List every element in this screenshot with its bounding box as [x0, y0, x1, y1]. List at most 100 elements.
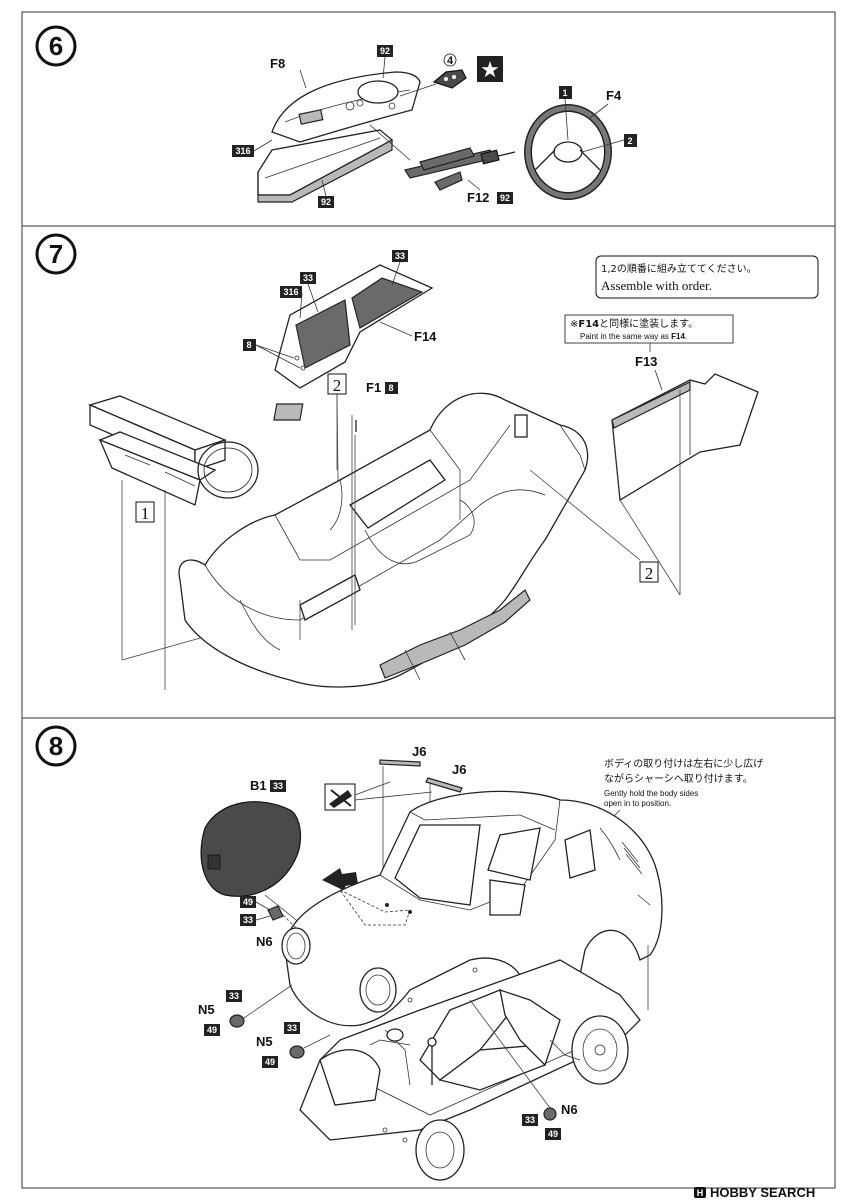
step-7-badge: 7	[35, 233, 77, 275]
order-2-right-text: 2	[645, 564, 654, 583]
label-f8: F8	[270, 56, 285, 71]
body-fit-note: ボディの取り付けは左右に少し広げ ながらシャーシへ取り付けます。 Gently …	[604, 757, 763, 808]
body-note-jp-1: ボディの取り付けは左右に少し広げ	[604, 757, 763, 770]
steering-wheel-f4	[524, 104, 612, 200]
step-8-panel: 8 B1 33 J6 J6	[21, 717, 836, 1189]
order-label-1: 1	[135, 501, 155, 523]
label-f1: F1	[366, 380, 381, 395]
order-label-2-right: 2	[639, 561, 659, 583]
label-j6-b: J6	[452, 762, 466, 777]
paint-316: 316	[232, 145, 254, 157]
paint-code-f12: 92	[500, 193, 510, 203]
steering-column-f12	[404, 147, 516, 191]
paint-same-note: ※F14と同様に塗装します。 Paint in the same way as …	[564, 314, 734, 344]
box-2-text: 2	[627, 136, 632, 146]
step-6-panel: 6 F8 92 316 92	[21, 11, 836, 227]
order-1-text: 1	[141, 504, 150, 523]
label-b1-group: B1 33	[250, 778, 286, 793]
assembly-order-note: 1,2の順番に組み立ててください。 Assemble with order.	[595, 255, 819, 299]
paint-code-n5-a-b: 49	[207, 1025, 217, 1035]
label-f12: F12	[467, 190, 489, 205]
wiper-j6-b	[425, 777, 463, 793]
box-2: 2	[624, 134, 637, 147]
paint-code-92-top: 92	[380, 46, 390, 56]
step-7-number: 7	[49, 239, 63, 269]
paint-code-n5-a-a: 33	[229, 991, 239, 1001]
direction-arrow-left	[322, 868, 358, 892]
label-f13: F13	[635, 354, 657, 369]
label-b1: B1	[250, 778, 267, 793]
paint-code-n5-b-a: 33	[287, 1023, 297, 1033]
paint-note-en-prefix: Paint in the same way as	[580, 332, 671, 341]
order-note-jp: 1,2の順番に組み立ててください。	[601, 262, 757, 275]
step-7-panel: 7 33 33 316 8 F1	[21, 225, 836, 719]
cement-icon	[324, 783, 356, 811]
label-f4: F4	[606, 88, 622, 103]
step-8-badge: 8	[35, 725, 77, 767]
part-f1	[273, 403, 357, 432]
paint-33-left: 33	[300, 272, 316, 284]
bumper-n6-top: 49 33 N6	[240, 896, 284, 949]
car-body-shell	[178, 392, 589, 688]
star-mark: ★	[477, 56, 503, 83]
step-8-number: 8	[49, 731, 63, 761]
body-note-jp-2: ながらシャーシへ取り付けます。	[604, 772, 753, 785]
svg-text:Paint in the same way as F14.: Paint in the same way as F14.	[580, 332, 687, 341]
label-n6-top: N6	[256, 934, 273, 949]
order-2-top-text: 2	[333, 376, 342, 395]
bumper-n5-a: 33 49 N5	[198, 990, 245, 1036]
paint-code-n5-b-b: 49	[265, 1057, 275, 1067]
step-6-number: 6	[49, 31, 63, 61]
label-j6-a: J6	[412, 744, 426, 759]
parcel-shelf-part	[88, 395, 259, 506]
part-b1	[200, 801, 302, 897]
paint-code-n6-top-a: 49	[243, 897, 253, 907]
label-f14: F14	[414, 329, 437, 344]
paint-code-33-right: 33	[395, 251, 405, 261]
chassis	[299, 959, 641, 1181]
paint-code-316: 316	[235, 146, 250, 156]
star-icon: ★	[480, 58, 500, 83]
bumper-n6-bottom: 33 49 N6	[522, 1102, 578, 1140]
bumper-n5-b: 33 49 N5	[256, 1022, 305, 1068]
paint-note-jp-prefix: ※	[570, 319, 578, 330]
paint-note-jp-part: F14	[578, 319, 599, 330]
watermark-logo-icon: H	[697, 1188, 704, 1198]
paint-code-33-left: 33	[303, 273, 313, 283]
paint-note-jp-suffix: と同様に塗装します。	[599, 317, 698, 330]
paint-code-316-step7: 316	[283, 287, 298, 297]
step-6-frame	[21, 11, 836, 227]
paint-code-92-bottom: 92	[321, 197, 331, 207]
paint-code-f1: 8	[388, 383, 393, 393]
watermark: H HOBBY SEARCH	[694, 1185, 815, 1200]
paint-note-en-part: F14	[671, 332, 685, 341]
label-n6-bottom: N6	[561, 1102, 578, 1117]
paint-8: 8	[243, 339, 256, 351]
paint-note-en-suffix: .	[685, 332, 687, 341]
body-note-en-1: Gently hold the body sides	[604, 789, 698, 798]
label-f12-group: F12 92	[467, 190, 513, 205]
watermark-text: HOBBY SEARCH	[710, 1185, 815, 1200]
order-note-en: Assemble with order.	[601, 278, 712, 293]
order-label-2-top: 2	[327, 373, 347, 395]
box-1: 1	[559, 86, 572, 99]
paint-code-n6-top-b: 33	[243, 915, 253, 925]
rear-partition-f13	[611, 373, 759, 502]
step-6-badge: 6	[35, 25, 77, 67]
body-note-en-2: open in to position.	[604, 799, 671, 808]
decal-number: 4	[447, 55, 454, 67]
svg-text:※F14と同様に塗装します。: ※F14と同様に塗装します。	[570, 317, 698, 330]
paint-code-n6-bottom-b: 49	[548, 1129, 558, 1139]
paint-code-n6-bottom-a: 33	[525, 1115, 535, 1125]
paint-316: 316	[280, 286, 302, 298]
label-n5-b: N5	[256, 1034, 273, 1049]
step-8-frame	[21, 717, 836, 1189]
dashboard-part-f8	[257, 71, 421, 203]
paint-33-right: 33	[392, 250, 408, 262]
paint-92-top: 92	[377, 45, 393, 57]
paint-code-8: 8	[246, 340, 251, 350]
label-f1-group: F1 8	[366, 380, 398, 395]
floor-mat-f14	[274, 264, 434, 389]
box-1-text: 1	[562, 88, 567, 98]
